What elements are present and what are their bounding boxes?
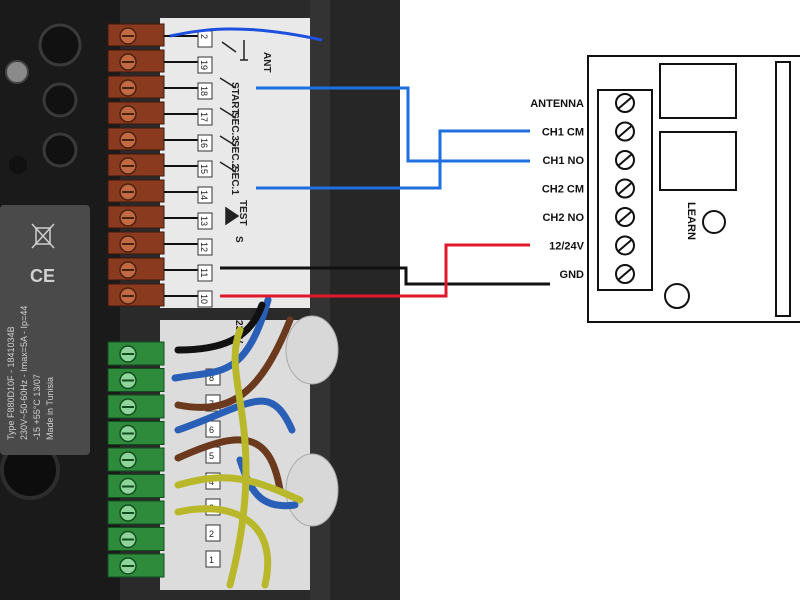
pin-label: 12/24V [549, 241, 585, 253]
lower-terminal-number: 6 [209, 425, 214, 435]
spec-line-4: Made in Tunisia [45, 377, 55, 440]
wire-yellow-green-2 [174, 505, 272, 589]
connection-wires [169, 27, 550, 298]
pin-label: CH1 NO [542, 155, 584, 167]
terminal-number: 12 [199, 242, 209, 252]
status-led [664, 283, 690, 309]
mount-screw [5, 60, 29, 84]
spec-line-1: Type F880D10F - 1841034B [6, 326, 16, 440]
label-ant: ANT [261, 52, 272, 73]
receiver-module: LEARN ANTENNA CH1 CM CH1 NO CH2 CM CH2 NO 12/… [530, 55, 800, 323]
weee-bin-icon [31, 223, 55, 249]
learn-button [702, 210, 726, 234]
pin-label: CH2 CM [542, 184, 584, 196]
terminal-number: 16 [199, 138, 209, 148]
lower-terminal-number: 8 [209, 373, 214, 383]
terminal-number: 11 [199, 268, 209, 277]
spec-line-3: -15 +55°C 13/07 [32, 374, 42, 440]
receiver-pins: ANTENNA CH1 CM CH1 NO CH2 CM CH2 NO 12/24V GND [530, 93, 635, 284]
label-sec3: SEC.3 [229, 112, 240, 141]
lower-terminal-number: 4 [209, 477, 214, 487]
terminal-number: 13 [199, 216, 209, 226]
brown-terminal-block [107, 23, 205, 307]
pin-label: ANTENNA [530, 98, 584, 110]
wire-gnd [220, 266, 550, 286]
lower-terminal-number: 2 [209, 529, 214, 539]
relay-1 [659, 63, 737, 119]
wire-brown-2 [174, 436, 284, 494]
terminal-number: 18 [199, 86, 209, 96]
terminal-number: 19 [199, 60, 209, 70]
pin-label: CH1 CM [542, 127, 584, 139]
label-sec2: SEC.2 [229, 140, 240, 169]
gate-controller-panel: Type F880D10F - 1841034B 230V~50-60Hz - … [0, 0, 400, 600]
pin-label: CH2 NO [542, 212, 584, 224]
label-sec1: SEC.1 [229, 166, 240, 195]
wire-antenna [169, 27, 323, 42]
terminal-number: 14 [199, 190, 209, 200]
wire-yellow-green-3 [226, 326, 250, 589]
learn-label: LEARN [685, 202, 697, 240]
terminal-number: 2 [199, 34, 209, 39]
wire-yellow-green-1 [174, 474, 304, 504]
wire-blue-1 [171, 296, 272, 382]
green-terminal-block [107, 341, 165, 578]
lower-terminal-number: 5 [209, 451, 214, 461]
terminal-number-tags: 2 19 18 17 16 15 14 13 12 11 10 [197, 30, 213, 308]
wire-test-to-ch1-cm [256, 129, 530, 190]
lower-terminal-number: 1 [209, 555, 214, 565]
wire-12-24v [220, 243, 530, 298]
label-s: S [233, 236, 244, 243]
spec-text: Type F880D10F - 1841034B 230V~50-60Hz - … [6, 306, 55, 440]
terminal-number: 15 [199, 164, 209, 174]
wire-start-to-ch1-no [256, 86, 530, 163]
label-test: TEST [237, 200, 248, 226]
spec-line-2: 230V~50-60Hz - Imax=5A - Ip=44 [19, 306, 29, 440]
wire-black-1 [174, 301, 266, 354]
relay-2 [659, 131, 737, 191]
terminal-number: 10 [199, 294, 209, 304]
antenna-strip [775, 61, 791, 317]
switch-symbols [219, 40, 248, 226]
spec-plate [0, 205, 90, 455]
mains-wiring [171, 296, 304, 589]
wire-blue-2 [174, 397, 296, 434]
ce-mark: CE [30, 266, 55, 286]
terminal-number: 17 [199, 112, 209, 122]
label-start: START [229, 82, 240, 115]
pin-label: GND [560, 269, 585, 281]
